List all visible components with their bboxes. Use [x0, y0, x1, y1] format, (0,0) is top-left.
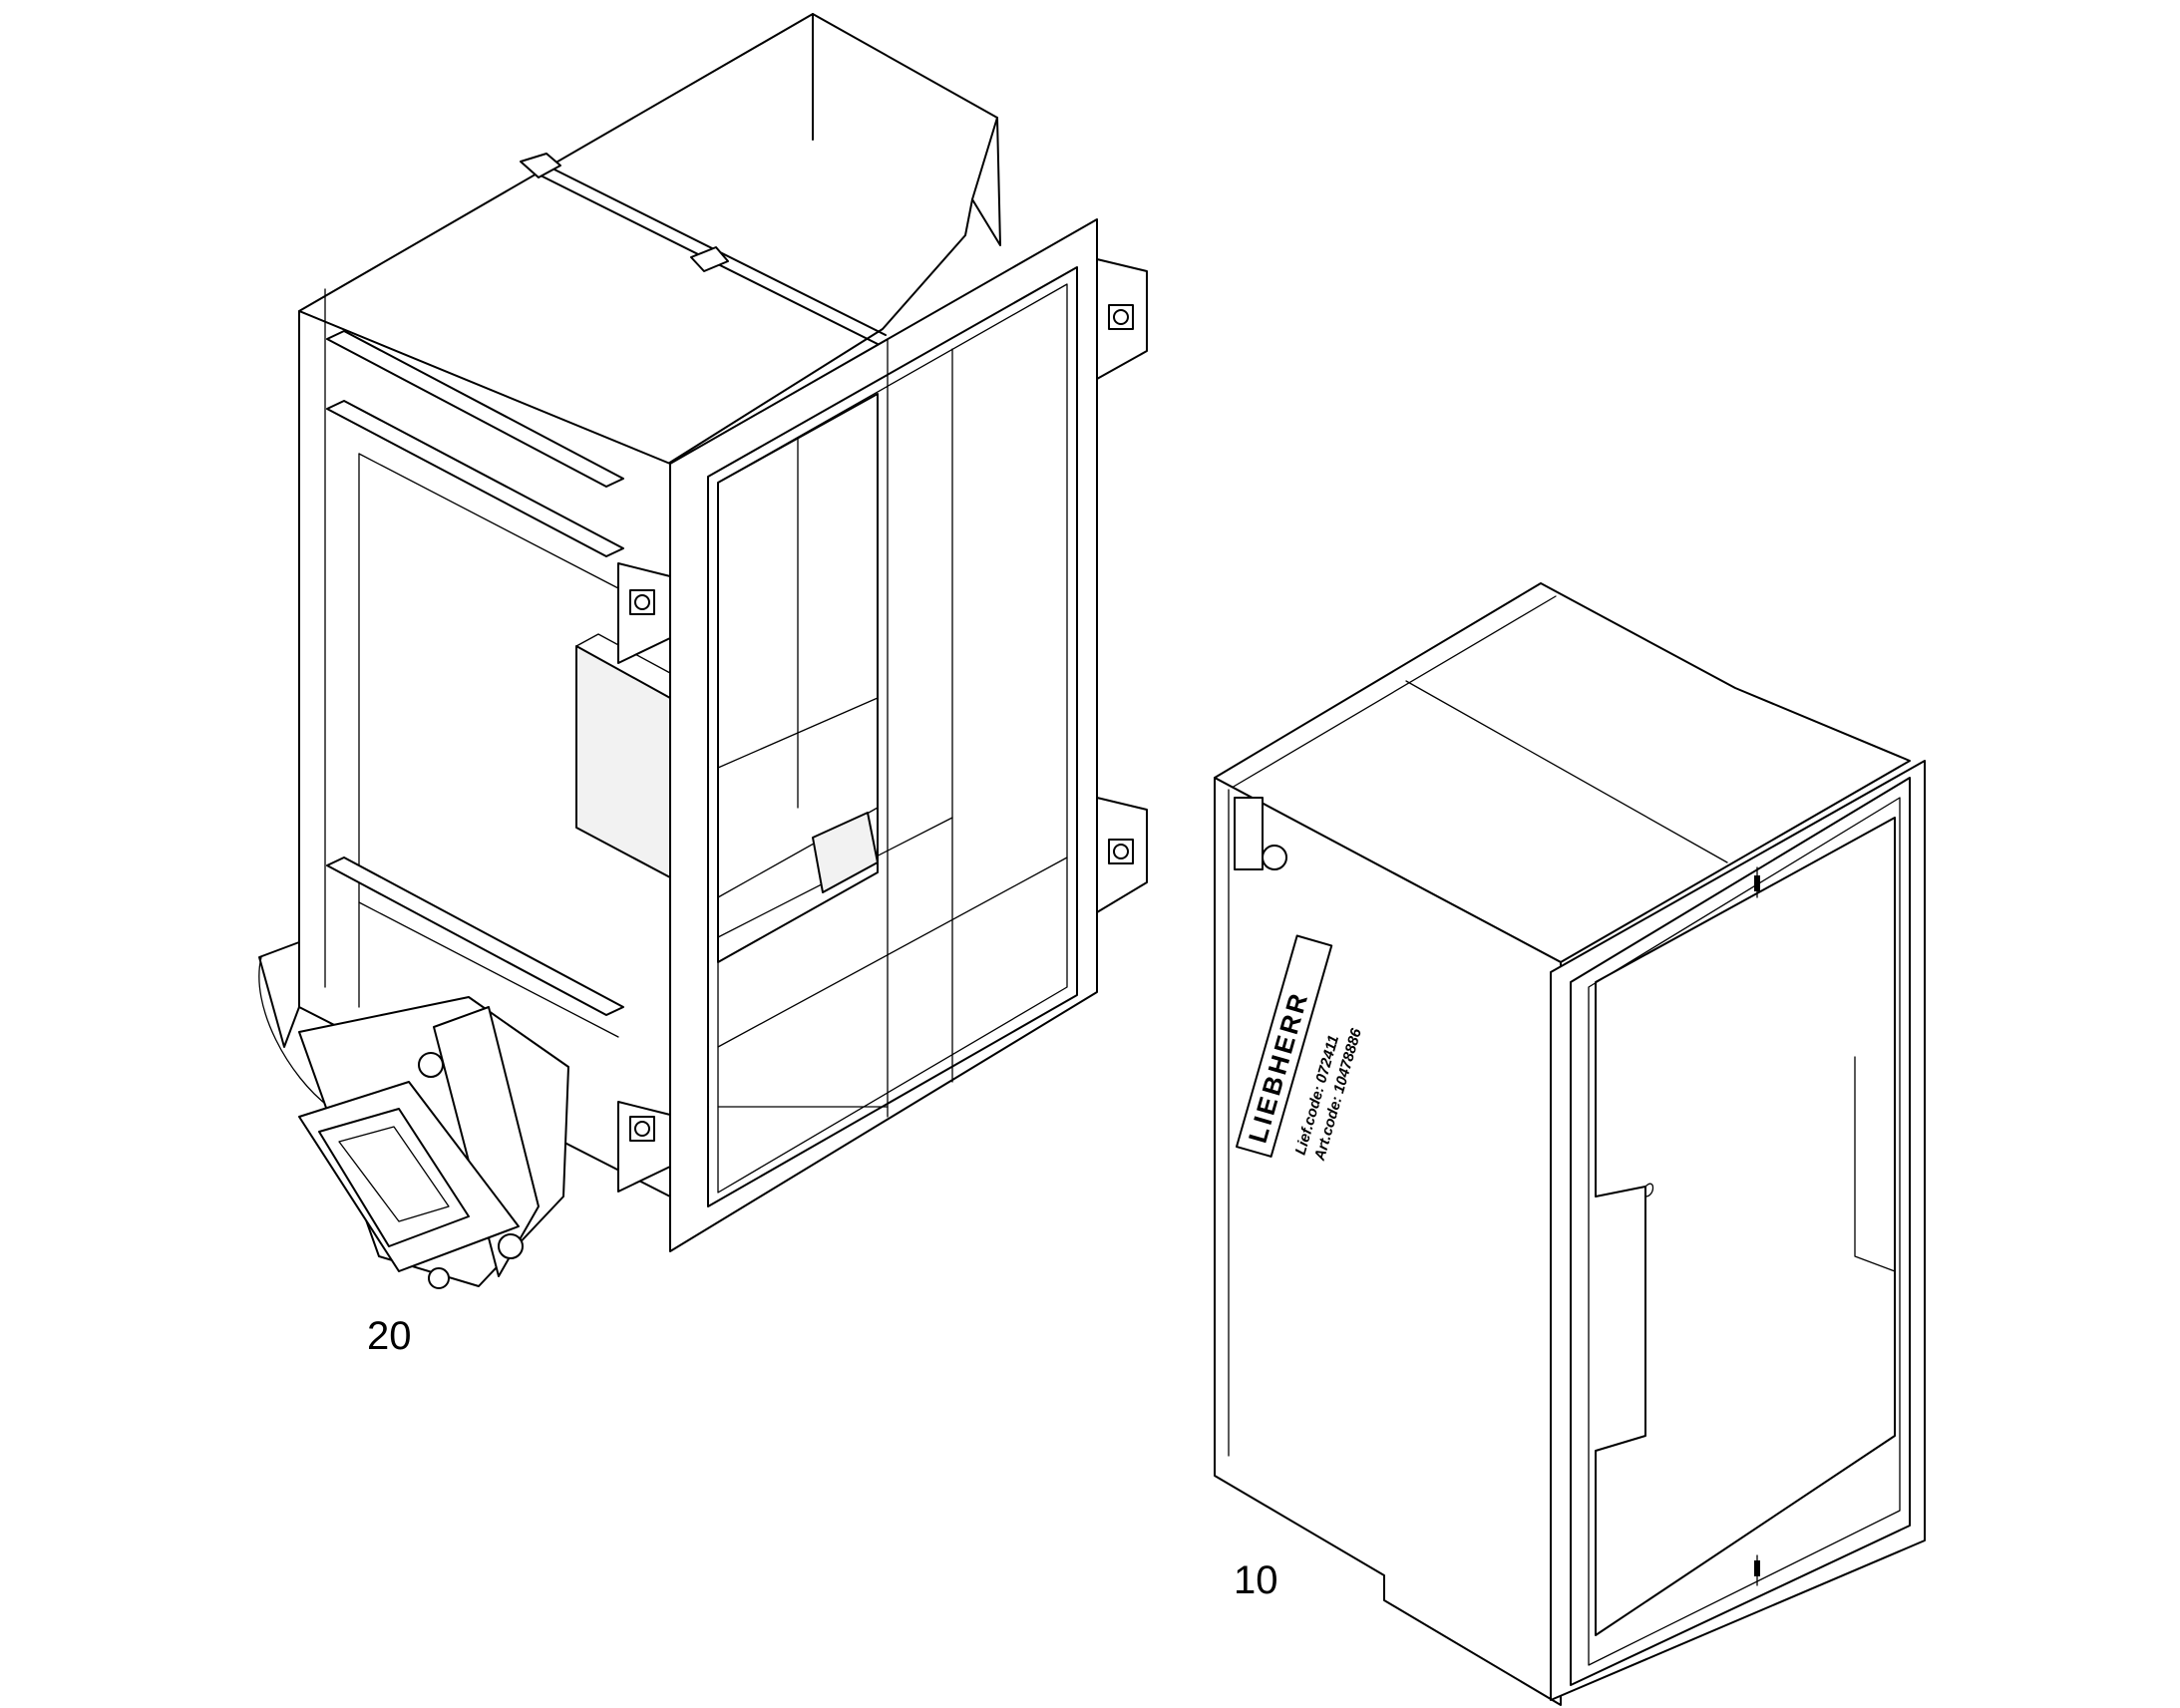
screw-icon: [498, 1233, 524, 1259]
callout-10: 10: [1234, 1558, 1278, 1602]
cable-clip-icon: [690, 246, 729, 272]
screw-icon: [629, 1116, 655, 1142]
callout-20: 20: [367, 1314, 412, 1358]
part-20-housing: 20: [258, 13, 1148, 1358]
label-tab: [1234, 797, 1264, 870]
part-20-top-box: [298, 13, 1001, 465]
latch-mechanism: [812, 812, 879, 893]
part-10-front-face: [1550, 760, 1926, 1701]
cable-clip-icon: [520, 153, 561, 178]
screw-icon: [1108, 839, 1134, 864]
hole-icon: [1262, 845, 1287, 870]
part-20-front-frame: [669, 218, 1098, 1252]
screw-icon: [428, 1267, 450, 1289]
part-20-mounting-tabs: [617, 258, 1148, 1193]
part-20-connector: [258, 941, 569, 1289]
brand-logo-box: [1236, 934, 1333, 1158]
screw-icon: [1108, 304, 1134, 330]
screw-icon: [629, 589, 655, 615]
screw-icon: [418, 1052, 444, 1078]
part-10-module: LIEBHERR Lief.code: 072411 Art.code: 104…: [1214, 582, 1926, 1706]
part-20-side-wall: [298, 288, 671, 1197]
part-20-top-cable: [520, 153, 887, 345]
